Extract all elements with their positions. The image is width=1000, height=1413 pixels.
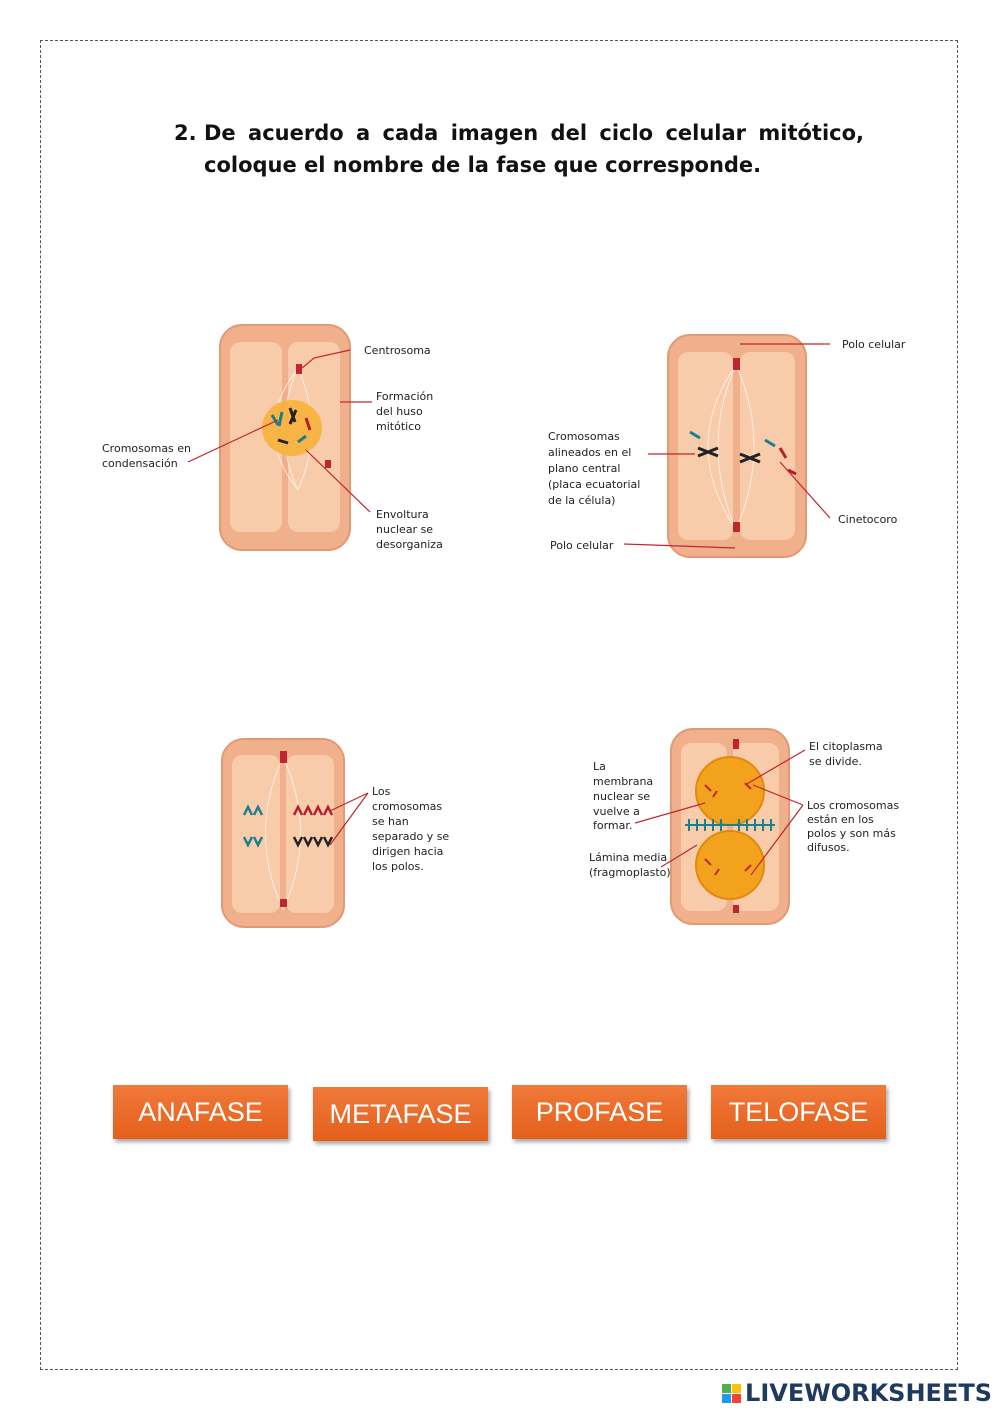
- label-alineados-5: de la célula): [548, 494, 615, 507]
- label-cromosomas-1: Cromosomas en: [102, 442, 191, 455]
- label-anafase-1: Los: [372, 785, 391, 798]
- label-membrana-1: La: [593, 760, 606, 773]
- label-envoltura-1: Envoltura: [376, 508, 429, 521]
- answer-button-profase[interactable]: PROFASE: [512, 1085, 687, 1139]
- label-telo-cromosomas-3: polos y son más: [807, 827, 896, 840]
- figure-metafase: Polo celular Cromosomas alineados en el …: [540, 330, 920, 565]
- brand-name: LIVEWORKSHEETS: [745, 1379, 992, 1407]
- question-number: 2.: [174, 121, 197, 145]
- label-membrana-2: membrana: [593, 775, 653, 788]
- label-cinetocoro: Cinetocoro: [838, 513, 898, 526]
- liveworksheets-brand: LIVEWORKSHEETS: [722, 1379, 992, 1407]
- label-anafase-5: dirigen hacia: [372, 845, 443, 858]
- label-citoplasma-1: El citoplasma: [809, 740, 883, 753]
- label-anafase-6: los polos.: [372, 860, 424, 873]
- question: 2. De acuerdo a cada imagen del ciclo ce…: [174, 117, 864, 181]
- question-text: De acuerdo a cada imagen del ciclo celul…: [204, 121, 864, 177]
- label-formacion-2: del huso: [376, 405, 423, 418]
- label-telo-cromosomas-2: están en los: [807, 813, 874, 826]
- label-telo-cromosomas-4: difusos.: [807, 841, 850, 854]
- label-envoltura-3: desorganiza: [376, 538, 443, 551]
- label-telo-cromosomas-1: Los cromosomas: [807, 799, 899, 812]
- answer-button-metafase[interactable]: METAFASE: [313, 1087, 488, 1141]
- label-alineados-4: (placa ecuatorial: [548, 478, 640, 491]
- figure-anafase: Los cromosomas se han separado y se diri…: [218, 735, 458, 930]
- label-membrana-3: nuclear se: [593, 790, 650, 803]
- label-formacion-1: Formación: [376, 390, 433, 403]
- label-lamina-2: (fragmoplasto): [589, 866, 671, 879]
- answer-button-anafase[interactable]: ANAFASE: [113, 1085, 288, 1139]
- label-citoplasma-2: se divide.: [809, 755, 862, 768]
- answer-button-telofase[interactable]: TELOFASE: [711, 1085, 886, 1139]
- label-polo-top: Polo celular: [842, 338, 906, 351]
- label-envoltura-2: nuclear se: [376, 523, 433, 536]
- label-centrosoma: Centrosoma: [364, 344, 431, 357]
- label-anafase-2: cromosomas: [372, 800, 442, 813]
- label-formacion-3: mitótico: [376, 420, 421, 433]
- label-anafase-4: separado y se: [372, 830, 449, 843]
- label-lamina-1: Lámina media: [589, 851, 667, 864]
- label-membrana-5: formar.: [593, 819, 632, 832]
- label-anafase-3: se han: [372, 815, 409, 828]
- label-alineados-2: alineados en el: [548, 446, 631, 459]
- label-alineados-1: Cromosomas: [548, 430, 620, 443]
- figure-telofase: La membrana nuclear se vuelve a formar. …: [585, 725, 899, 930]
- label-alineados-3: plano central: [548, 462, 620, 475]
- worksheet-frame: [40, 40, 958, 1370]
- figure-profase: Centrosoma Formación del huso mitótico C…: [100, 320, 460, 560]
- label-polo-bottom: Polo celular: [550, 539, 614, 552]
- label-membrana-4: vuelve a: [593, 805, 640, 818]
- liveworksheets-logo-icon: [722, 1383, 742, 1403]
- label-cromosomas-2: condensación: [102, 457, 178, 470]
